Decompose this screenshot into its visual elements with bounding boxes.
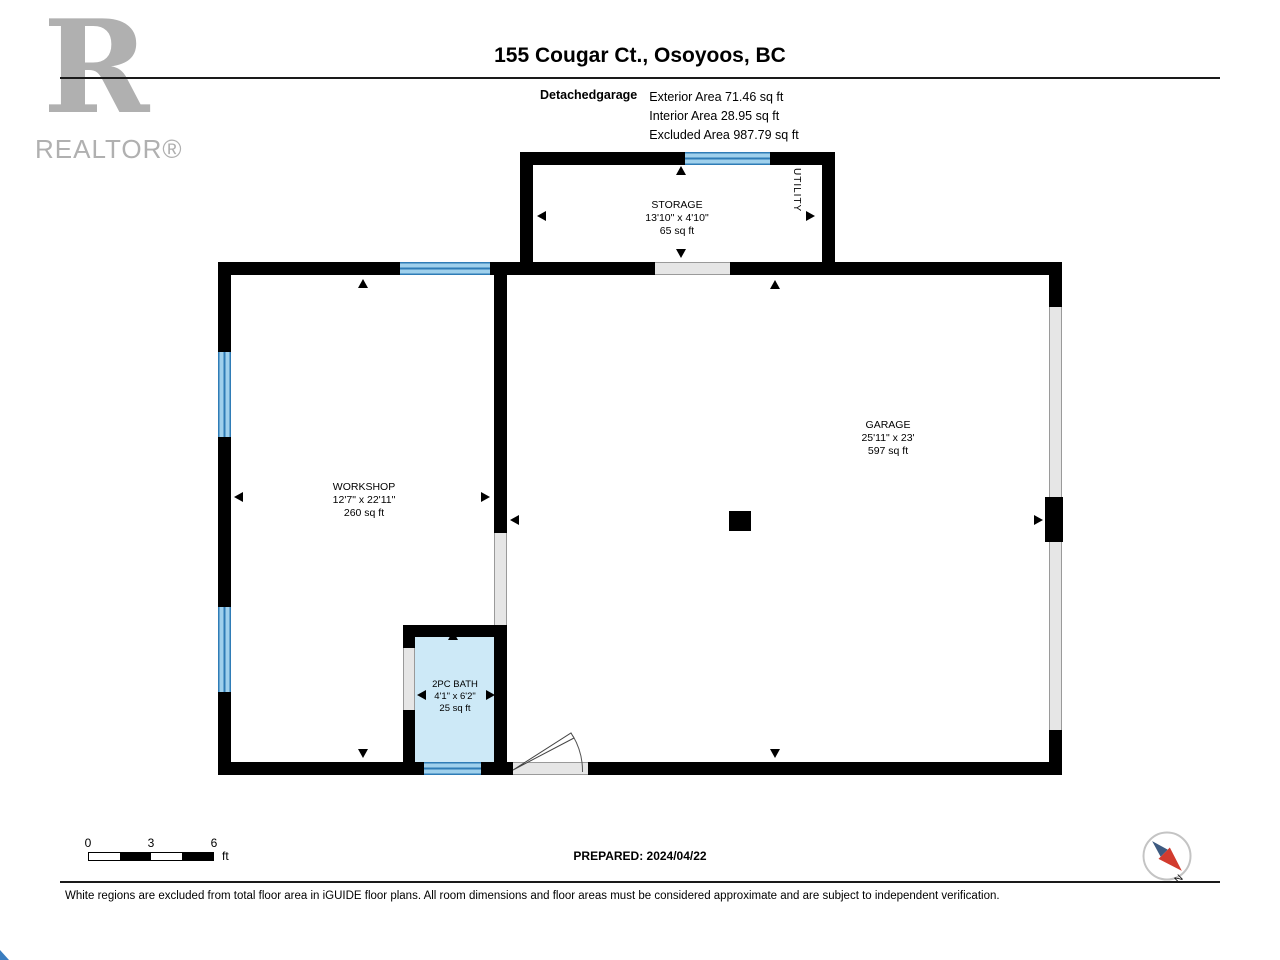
scale-tick-0: 0 xyxy=(84,836,92,850)
workshop-left-window-upper xyxy=(218,352,231,437)
workshop-area: 260 sq ft xyxy=(343,507,385,519)
bath-left-wall xyxy=(403,710,415,775)
exterior-area: Exterior Area 71.46 sq ft xyxy=(649,90,784,104)
bottom-wall xyxy=(218,762,424,775)
realtor-logo: R REALTOR® xyxy=(35,4,195,165)
garage-post xyxy=(729,511,751,531)
bath-window xyxy=(424,762,481,775)
left-wall xyxy=(218,437,231,607)
scale-bar-segment xyxy=(120,853,151,860)
area-summary: Exterior Area 71.46 sq ft Interior Area … xyxy=(649,88,798,145)
measure-arrow-up-icon xyxy=(448,631,458,640)
left-wall xyxy=(218,692,231,775)
garage-door-upper xyxy=(1049,307,1062,497)
garage-name: GARAGE xyxy=(865,419,911,431)
header-divider xyxy=(60,77,1220,79)
scale-unit-label: ft xyxy=(222,849,229,863)
storage-garage-opening xyxy=(655,262,730,275)
bottom-wall xyxy=(588,762,1062,775)
measure-arrow-left-icon xyxy=(537,211,546,221)
measure-arrow-left-icon xyxy=(417,690,426,700)
workshop-dims: 12'7" x 22'11" xyxy=(332,494,396,506)
top-wall xyxy=(218,262,400,275)
measure-arrow-right-icon xyxy=(806,211,815,221)
scale-bar-segment xyxy=(89,853,120,860)
storage-window xyxy=(685,152,770,165)
bath-left-wall xyxy=(403,625,415,648)
bath-name: 2PC BATH xyxy=(432,679,478,690)
right-wall xyxy=(1049,262,1062,307)
interior-wall xyxy=(494,262,507,533)
storage-label: STORAGE 13'10" x 4'10" 65 sq ft xyxy=(587,199,767,238)
garage-dims: 25'11" x 23' xyxy=(861,432,915,444)
storage-dims: 13'10" x 4'10" xyxy=(645,212,709,224)
storage-left-wall xyxy=(520,152,533,275)
right-wall xyxy=(1049,730,1062,775)
bath-dims: 4'1" x 6'2" xyxy=(434,691,476,702)
workshop-garage-opening xyxy=(494,533,507,625)
storage-name: STORAGE xyxy=(651,199,703,211)
disclaimer-text: White regions are excluded from total fl… xyxy=(65,890,1000,902)
measure-arrow-down-icon xyxy=(358,749,368,758)
scale-bar-segment xyxy=(151,853,182,860)
storage-area: 65 sq ft xyxy=(659,225,695,237)
measure-arrow-down-icon xyxy=(676,249,686,258)
top-wall xyxy=(490,262,655,275)
excluded-area: Excluded Area 987.79 sq ft xyxy=(649,128,799,142)
corner-mark xyxy=(0,950,9,960)
measure-arrow-right-icon xyxy=(486,690,495,700)
utility-label: UTILITY xyxy=(791,168,802,213)
page-title: 155 Cougar Ct., Osoyoos, BC xyxy=(494,44,786,67)
measure-arrow-left-icon xyxy=(234,492,243,502)
entry-door-opening xyxy=(513,762,588,775)
garage-door-lower xyxy=(1049,542,1062,730)
top-wall xyxy=(730,262,1062,275)
scale-bar xyxy=(88,852,214,861)
garage-door-post xyxy=(1045,497,1063,542)
workshop-label: WORKSHOP 12'7" x 22'11" 260 sq ft xyxy=(274,481,454,520)
scale-tick-6: 6 xyxy=(210,836,218,850)
measure-arrow-up-icon xyxy=(358,279,368,288)
bath-door xyxy=(403,648,415,710)
scale-tick-3: 3 xyxy=(147,836,155,850)
garage-area: 597 sq ft xyxy=(867,445,909,457)
compass-icon: N xyxy=(1142,831,1192,882)
interior-wall xyxy=(494,625,507,775)
floor-name-label: Detachedgarage xyxy=(540,88,638,102)
measure-arrow-right-icon xyxy=(1034,515,1043,525)
interior-area: Interior Area 28.95 sq ft xyxy=(649,109,780,123)
workshop-top-window xyxy=(400,262,490,275)
compass-north-label: N xyxy=(1171,871,1184,882)
realtor-logo-r: R xyxy=(43,0,150,143)
measure-arrow-right-icon xyxy=(481,492,490,502)
scale-bar-segment xyxy=(182,853,213,860)
measure-arrow-up-icon xyxy=(770,280,780,289)
bath-label: 2PC BATH 4'1" x 6'2" 25 sq ft xyxy=(409,679,501,715)
storage-top-wall xyxy=(520,152,685,165)
storage-top-wall xyxy=(770,152,835,165)
left-wall xyxy=(218,262,231,352)
realtor-logo-text: REALTOR® xyxy=(35,134,183,164)
measure-arrow-down-icon xyxy=(770,749,780,758)
bath-floor xyxy=(415,637,494,762)
workshop-name: WORKSHOP xyxy=(332,481,396,493)
measure-arrow-left-icon xyxy=(510,515,519,525)
workshop-left-window-lower xyxy=(218,607,231,692)
door-swing-arc xyxy=(512,732,584,773)
floor-stats: Detachedgarage Exterior Area 71.46 sq ft… xyxy=(540,88,799,145)
measure-arrow-up-icon xyxy=(676,166,686,175)
garage-label: GARAGE 25'11" x 23' 597 sq ft xyxy=(798,419,978,458)
storage-right-wall xyxy=(822,152,835,275)
prepared-date: PREPARED: 2024/04/22 xyxy=(573,849,707,863)
footer-divider xyxy=(60,881,1220,883)
bath-area: 25 sq ft xyxy=(439,703,471,714)
